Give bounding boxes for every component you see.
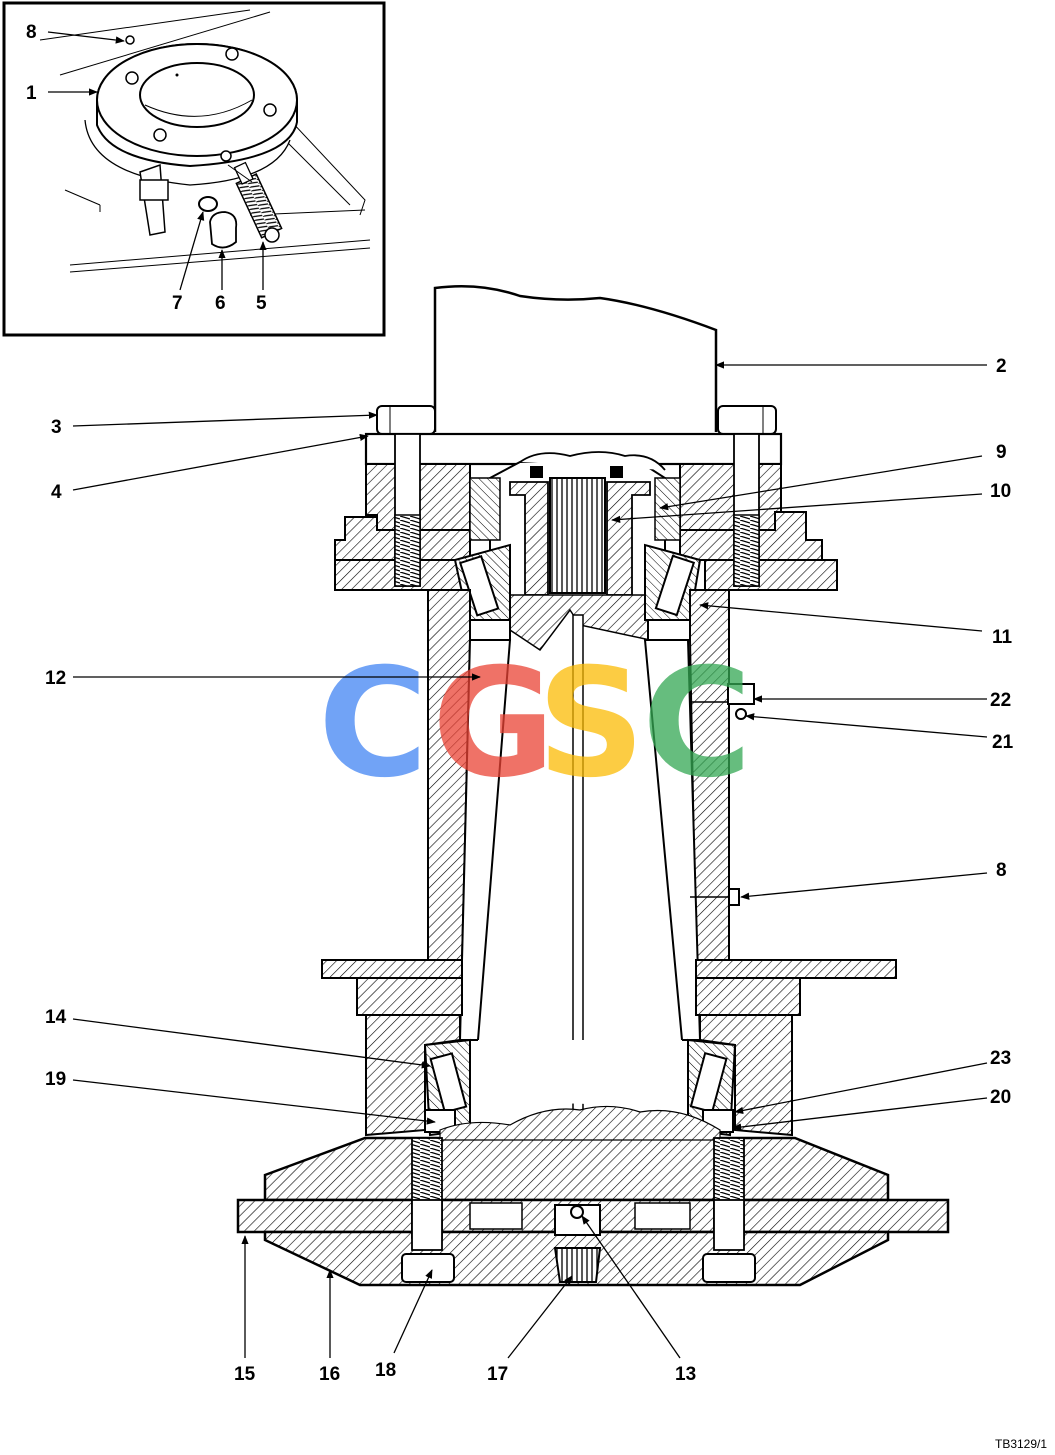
callout-label: 16 <box>319 1364 340 1385</box>
callout-label: 2 <box>996 356 1007 377</box>
callout-label: 18 <box>375 1360 396 1381</box>
callout-labels: 8 1 7 6 5 2 3 4 9 10 11 12 22 21 8 14 19… <box>26 22 1047 1451</box>
callout-label: 21 <box>992 732 1014 753</box>
callout-label: 20 <box>990 1087 1011 1108</box>
watermark-letter: S <box>537 637 645 811</box>
callout-label: 13 <box>675 1364 696 1385</box>
inset-view <box>2 1 386 337</box>
watermark-letter: C <box>642 637 752 811</box>
callout-label: 11 <box>992 627 1013 648</box>
callout-label: 23 <box>990 1048 1011 1069</box>
callout-label: 8 <box>26 22 37 43</box>
watermark: C G S C <box>318 637 752 811</box>
watermark-letter: G <box>432 637 555 811</box>
callout-label: 9 <box>996 442 1007 463</box>
callout-label: 15 <box>234 1364 256 1385</box>
callout-label: 1 <box>26 83 37 104</box>
watermark-letter: C <box>318 637 428 811</box>
callout-label: 8 <box>996 860 1007 881</box>
callout-label: 7 <box>172 293 183 314</box>
callout-label: 22 <box>990 690 1011 711</box>
main-assembly <box>236 284 950 1287</box>
callout-label: 10 <box>990 481 1011 502</box>
callout-label: 12 <box>45 668 66 689</box>
callout-label: 3 <box>51 417 62 438</box>
callout-label: 6 <box>215 293 226 314</box>
callout-label: 14 <box>45 1007 67 1028</box>
callout-label: 4 <box>51 482 62 503</box>
figure-reference: TB3129/1 <box>995 1437 1047 1451</box>
callout-label: 17 <box>487 1364 508 1385</box>
callout-label: 19 <box>45 1069 66 1090</box>
leader-lines <box>47 31 988 1359</box>
callout-label: 5 <box>256 293 267 314</box>
